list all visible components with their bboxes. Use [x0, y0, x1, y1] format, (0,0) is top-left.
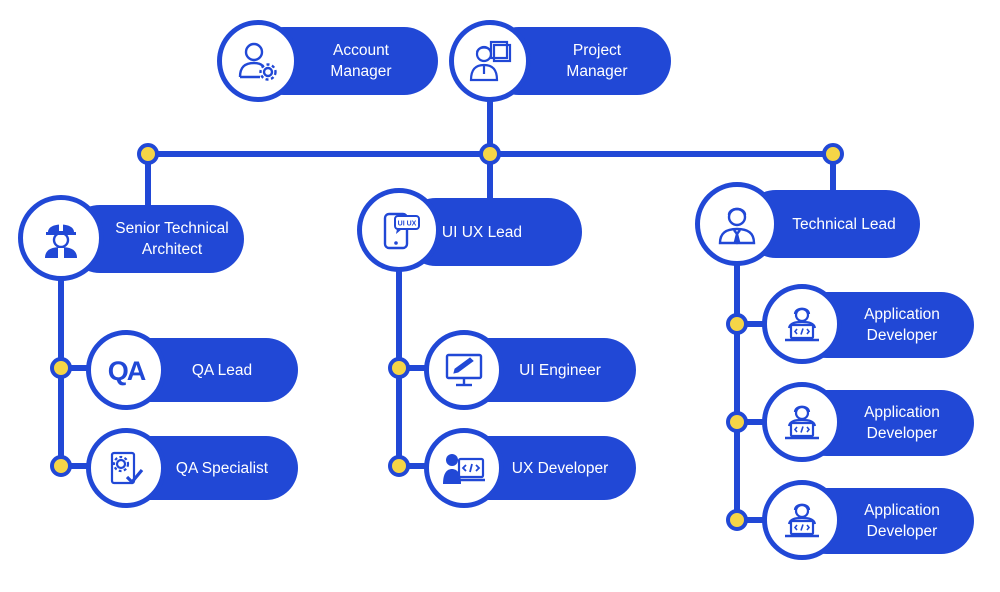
hard-hat-worker-icon: [18, 195, 104, 281]
checklist-gear-icon: [86, 428, 166, 508]
user-gear-icon: [217, 20, 299, 102]
connector-dot: [726, 411, 748, 433]
connector-dot: [479, 143, 501, 165]
connector-dot: [726, 509, 748, 531]
connector-dot: [137, 143, 159, 165]
monitor-pen-icon: [424, 330, 504, 410]
connector-dot: [726, 313, 748, 335]
phone-ui-ux-icon: UI UX: [357, 188, 441, 272]
qa-icon-text: QA: [108, 356, 146, 386]
manager-presentation-icon: [449, 20, 531, 102]
connector-dot: [50, 357, 72, 379]
connector-dot: [388, 455, 410, 477]
developer-laptop-icon: [762, 284, 842, 364]
developer-laptop-icon: [762, 382, 842, 462]
connector-dot: [50, 455, 72, 477]
ui-ux-icon-text: UI UX: [398, 221, 417, 228]
businessman-icon: [695, 182, 779, 266]
developer-code-icon: [424, 428, 504, 508]
developer-laptop-icon: [762, 480, 842, 560]
qa-icon: QA: [86, 330, 166, 410]
application-developer-1-label: Application Developer: [794, 292, 974, 358]
connector-dot: [822, 143, 844, 165]
connector-dot: [388, 357, 410, 379]
